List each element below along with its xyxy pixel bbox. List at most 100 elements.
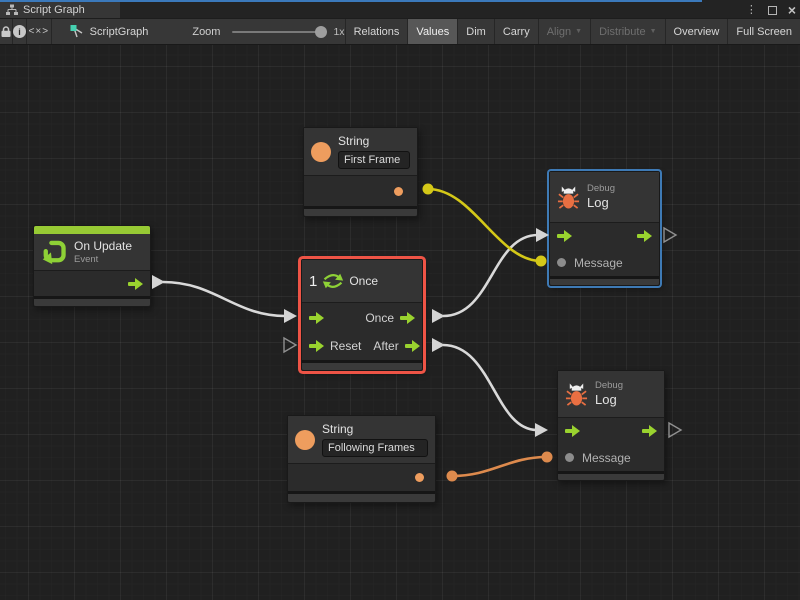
wire-path	[427, 187, 542, 263]
node-title: String	[338, 134, 370, 148]
port-row: Message	[558, 444, 664, 471]
code-icon: <×>	[28, 26, 50, 37]
wire-end-dot	[541, 451, 553, 463]
wire-path	[162, 280, 286, 318]
message-label: Message	[582, 450, 631, 465]
lock-button[interactable]	[0, 19, 13, 44]
exit-output-port[interactable]	[637, 230, 652, 242]
string-output-port[interactable]	[415, 473, 424, 482]
reset-input-port[interactable]	[309, 340, 324, 352]
node-footer	[302, 360, 422, 370]
wire-path	[451, 455, 548, 478]
node-title: String	[322, 422, 354, 436]
node-footer	[288, 491, 435, 502]
wire-followingframes-to-message[interactable]	[446, 451, 553, 482]
zoom-value: 1x	[333, 25, 345, 38]
carry-label: Carry	[502, 25, 530, 38]
enter-input-port[interactable]	[309, 311, 324, 324]
node-category: Debug	[595, 380, 623, 392]
string-value-field[interactable]	[322, 439, 428, 457]
maximize-icon[interactable]	[767, 5, 777, 15]
after-output-label: After	[373, 339, 399, 353]
fullscreen-button[interactable]: Full Screen	[727, 19, 800, 44]
node-once[interactable]: 1 Once Once Reset	[301, 259, 423, 371]
window-controls: ⋮ ×	[746, 2, 796, 18]
pane-menu-icon[interactable]: ⋮	[745, 3, 757, 16]
once-count: 1	[309, 272, 318, 290]
string-literal-icon	[311, 141, 331, 162]
dim-toggle[interactable]: Dim	[457, 19, 494, 44]
fullscreen-label: Full Screen	[736, 25, 792, 38]
wire-arrowhead	[535, 423, 548, 437]
message-input-port[interactable]	[557, 258, 566, 267]
trigger-output-port[interactable]	[128, 277, 143, 290]
port-row	[34, 270, 150, 296]
wire-start-cap	[432, 338, 445, 352]
graph-reference-button[interactable]: ScriptGraph	[66, 19, 153, 44]
reset-port-cap[interactable]	[283, 336, 298, 354]
node-header: String	[288, 416, 435, 463]
node-debug-log-bottom[interactable]: Debug Log Message	[557, 370, 665, 481]
code-preview-button[interactable]: <×>	[27, 19, 52, 44]
overview-button[interactable]: Overview	[664, 19, 728, 44]
event-accent-bar	[34, 226, 150, 234]
message-input-port[interactable]	[565, 453, 574, 462]
after-output-port[interactable]	[404, 340, 420, 352]
node-on-update[interactable]: On Update Event	[33, 225, 151, 307]
carry-toggle[interactable]: Carry	[493, 19, 538, 44]
wire-start-cap	[152, 275, 165, 289]
enter-input-port[interactable]	[565, 425, 580, 437]
graph-canvas[interactable]: On Update Event String	[0, 45, 800, 600]
wire-start-cap	[432, 309, 445, 323]
node-title: Once	[349, 273, 379, 288]
zoom-label: Zoom	[192, 25, 221, 38]
debugtop-exit-cap[interactable]	[663, 226, 678, 244]
dim-label: Dim	[466, 25, 486, 38]
focus-highlight-line	[0, 0, 702, 2]
wire-once-to-debugtop[interactable]	[432, 228, 549, 323]
port-row	[550, 222, 659, 249]
bug-icon	[557, 185, 580, 210]
wire-arrowhead	[284, 309, 297, 323]
graph-toolbar: i <×> ScriptGraph Zoom 1x Relations Valu…	[0, 18, 800, 45]
align-dropdown[interactable]: Align▼	[537, 19, 590, 44]
wire-start-dot	[422, 183, 434, 195]
values-toggle[interactable]: Values	[407, 19, 458, 44]
exit-output-port[interactable]	[642, 425, 657, 437]
chevron-down-icon: ▼	[649, 28, 657, 35]
zoom-slider-knob[interactable]	[315, 25, 328, 38]
node-footer	[558, 471, 664, 480]
node-debug-log-top[interactable]: Debug Log Message	[549, 171, 660, 286]
wire-path	[442, 343, 538, 432]
node-footer	[550, 276, 659, 285]
wire-after-to-debugbottom[interactable]	[432, 338, 548, 437]
node-category: Debug	[587, 183, 615, 195]
node-header: String	[304, 128, 417, 175]
debugbottom-exit-cap[interactable]	[668, 421, 683, 439]
node-header: 1 Once	[302, 260, 422, 302]
distribute-dropdown[interactable]: Distribute▼	[590, 19, 664, 44]
string-value-field[interactable]	[338, 151, 410, 169]
close-icon[interactable]: ×	[787, 2, 796, 18]
string-output-port[interactable]	[394, 186, 403, 196]
reset-input-label: Reset	[330, 339, 362, 353]
graph-hierarchy-icon	[6, 4, 18, 16]
overview-label: Overview	[673, 25, 720, 38]
chevron-down-icon: ▼	[575, 28, 583, 35]
lock-icon	[0, 25, 12, 38]
once-output-port[interactable]	[400, 311, 415, 324]
tab-script-graph[interactable]: Script Graph	[0, 2, 120, 18]
node-title: On Update	[74, 238, 133, 253]
relations-toggle[interactable]: Relations	[344, 19, 408, 44]
enter-input-port[interactable]	[557, 230, 572, 242]
port-row	[558, 417, 664, 444]
on-update-loop-icon	[41, 239, 67, 265]
inspect-button[interactable]: i	[13, 19, 27, 44]
wire-firstframe-to-message[interactable]	[422, 183, 547, 267]
zoom-slider[interactable]	[232, 25, 328, 38]
node-string-first-frame[interactable]: String	[303, 127, 418, 217]
wire-onupdate-to-once[interactable]	[152, 275, 297, 323]
align-label: Align	[546, 25, 572, 38]
node-string-following-frames[interactable]: String	[287, 415, 436, 503]
port-row	[288, 463, 435, 491]
